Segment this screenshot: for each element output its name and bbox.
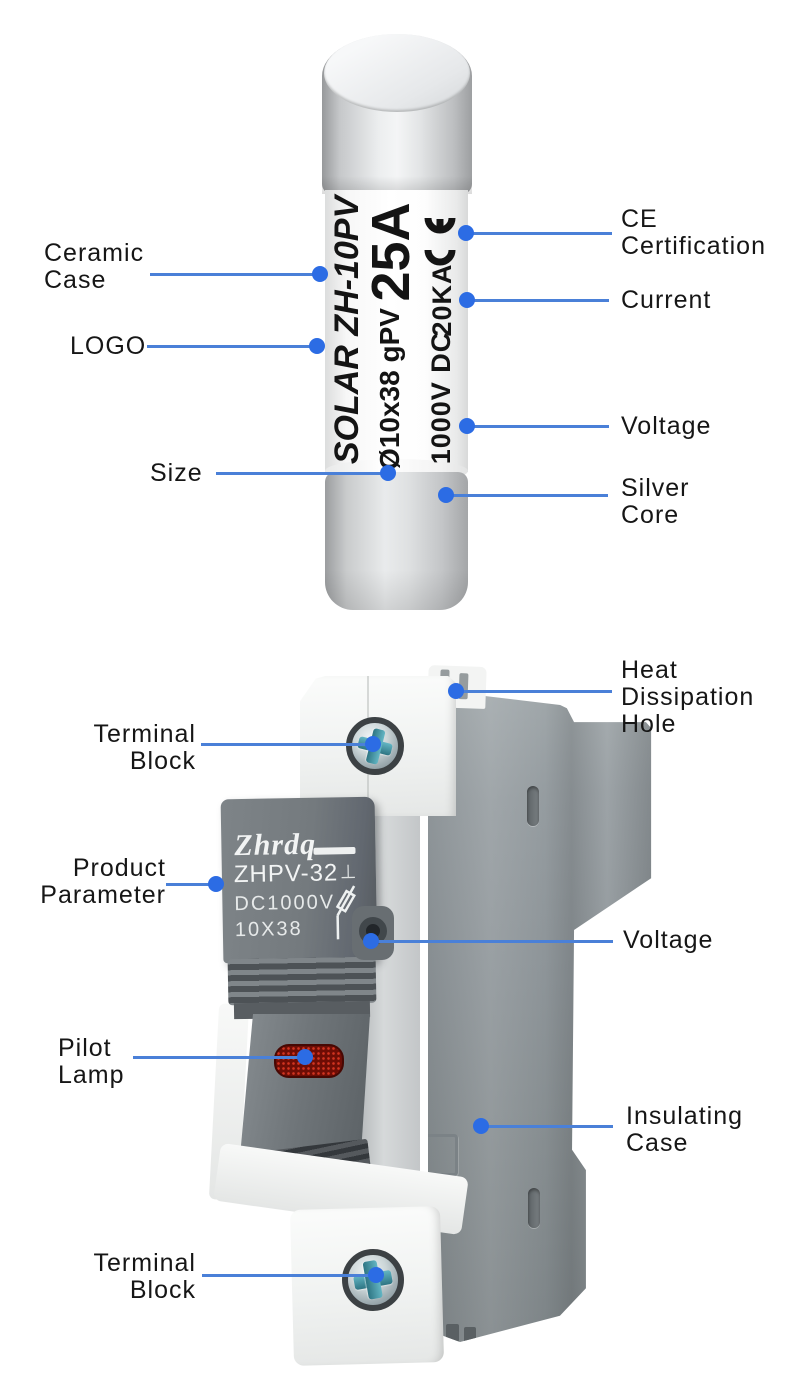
callout-dot-logo [309, 338, 325, 354]
callout-dot-ceramic-case [312, 266, 328, 282]
callout-line-terminal-block-top [201, 743, 373, 746]
callout-line-silver-core [446, 494, 608, 497]
callout-dot-current [459, 292, 475, 308]
callout-label-pilot-lamp: Pilot Lamp [58, 1034, 125, 1089]
callout-label-ce-certification: CE Certification [621, 205, 766, 260]
mount-foot [446, 1324, 459, 1342]
fuse-carrier: Zhrdq ZHPV-32 DC1000V 10X38 ⊥ [220, 796, 378, 1192]
fuse-top-cap-rim [322, 176, 472, 194]
callout-dot-pilot-lamp [297, 1049, 313, 1065]
vent-slot-lower [528, 1188, 540, 1228]
callout-dot-heat-dissipation-hole [448, 683, 464, 699]
holder-brand-logo: Zhrdq [234, 827, 317, 863]
fuse-top-silver-cap [322, 34, 472, 194]
fuse-symbol-icon [328, 885, 359, 947]
callout-line-pilot-lamp [133, 1056, 305, 1059]
holder-voltage-rating: DC1000V [234, 891, 336, 916]
fuse-print-voltage: 1000V DC [425, 331, 456, 465]
callout-label-terminal-block-bottom: Terminal Block [93, 1249, 196, 1304]
callout-line-holder-voltage [371, 940, 613, 943]
callout-label-current: Current [621, 286, 712, 314]
callout-line-fuse-voltage [467, 425, 609, 428]
callout-line-logo [147, 345, 317, 348]
fuse-print-current: 25A [361, 202, 421, 302]
callout-line-size [216, 472, 388, 475]
callout-label-product-parameter: Product Parameter [40, 854, 166, 909]
fuse-print-size: Ø10x38 gPV [374, 308, 405, 470]
holder-model: ZHPV-32 [233, 859, 339, 889]
terminal-screw-bottom [342, 1249, 404, 1311]
callout-line-product-parameter [166, 883, 216, 886]
callout-label-insulating-case: Insulating Case [626, 1102, 744, 1157]
holder-fuse-size: 10X38 [234, 917, 303, 942]
mount-foot [464, 1327, 476, 1342]
vent-slot-upper [527, 786, 539, 826]
ce-mark-logo [422, 204, 458, 276]
callout-dot-silver-core [438, 487, 454, 503]
callout-dot-product-parameter [208, 876, 224, 892]
callout-dot-fuse-voltage [459, 418, 475, 434]
callout-dot-size [380, 465, 396, 481]
carrier-label-plate: Zhrdq ZHPV-32 DC1000V 10X38 ⊥ [220, 796, 378, 964]
callout-line-terminal-block-bottom [202, 1274, 376, 1277]
callout-dot-terminal-block-bottom [368, 1267, 384, 1283]
callout-dot-terminal-block-top [365, 736, 381, 752]
fuse-ceramic-body [325, 190, 468, 483]
ground-symbol: ⊥ [339, 861, 357, 884]
callout-label-holder-voltage: Voltage [623, 926, 714, 954]
insulating-case-body [428, 689, 652, 1342]
callout-dot-holder-voltage [363, 933, 379, 949]
callout-label-size: Size [150, 459, 203, 487]
carrier-grip-ridges [227, 956, 377, 1006]
callout-dot-insulating-case [473, 1118, 489, 1134]
callout-line-current [467, 299, 609, 302]
callout-label-ceramic-case: Ceramic Case [44, 239, 145, 294]
callout-line-ce-certification [466, 232, 612, 235]
fuse-top-cap-face [324, 34, 470, 112]
callout-label-silver-core: Silver Core [621, 474, 690, 529]
callout-label-logo: LOGO [70, 332, 147, 360]
brand-underline [313, 847, 356, 855]
callout-line-heat-dissipation-hole [456, 690, 612, 693]
callout-line-ceramic-case [150, 273, 320, 276]
callout-line-insulating-case [481, 1125, 613, 1128]
callout-label-heat-dissipation-hole: Heat Dissipation Hole [621, 656, 755, 738]
callout-dot-ce-certification [458, 225, 474, 241]
callout-label-fuse-voltage: Voltage [621, 412, 712, 440]
callout-label-terminal-block-top: Terminal Block [93, 720, 196, 775]
